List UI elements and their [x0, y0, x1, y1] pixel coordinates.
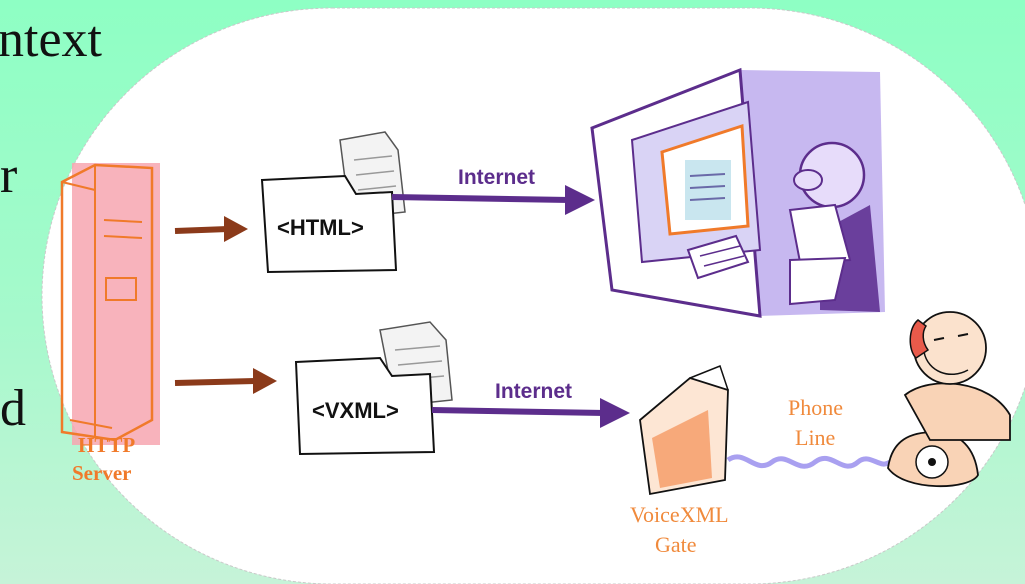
phone-line-label-line2: Line — [795, 425, 835, 450]
phone-line-wave — [726, 454, 892, 469]
html-doc-label: <HTML> — [277, 215, 364, 240]
server-to-html-arrow — [174, 216, 248, 242]
internet-arrow-bottom — [431, 398, 630, 428]
html-document-icon — [260, 131, 406, 274]
telephone-icon — [887, 431, 979, 488]
computer-user-icon — [788, 141, 880, 312]
background-text-line-3: d — [0, 380, 26, 437]
gateway-label-line1: VoiceXML — [630, 502, 729, 527]
phone-user-icon — [903, 311, 1011, 441]
internet-label-bottom: Internet — [495, 380, 572, 403]
http-server-icon — [60, 163, 160, 445]
server-label-line1: HTTP — [78, 433, 135, 457]
voicexml-gateway-icon — [639, 365, 729, 496]
internet-arrow-top — [391, 185, 595, 215]
background-text-line-2: r — [0, 147, 18, 204]
vxml-doc-label: <VXML> — [312, 398, 399, 423]
vxml-document-icon — [294, 321, 453, 456]
phone-line-label-line1: Phone — [788, 395, 843, 420]
gateway-label-line2: Gate — [655, 532, 697, 557]
internet-label-top: Internet — [458, 166, 535, 189]
server-to-vxml-arrow — [174, 368, 277, 394]
server-label-line2: Server — [72, 461, 131, 485]
background-text-line-1: ntext — [0, 11, 102, 68]
